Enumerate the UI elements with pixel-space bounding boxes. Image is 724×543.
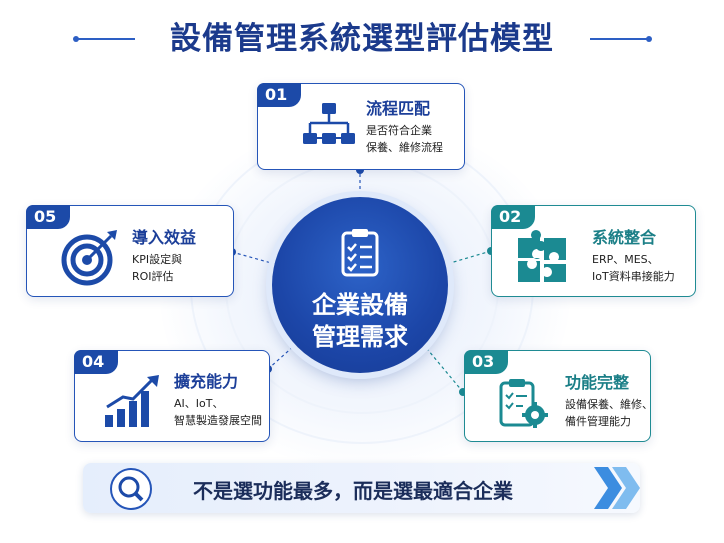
growth-chart-icon: [105, 375, 159, 427]
center-line-1: 企業設備: [312, 291, 408, 319]
card-desc-line-2: IoT資料串接能力: [592, 270, 675, 283]
checklist-icon: [341, 229, 379, 277]
card-desc-line-2: ROI評估: [132, 270, 174, 283]
card-desc-line-1: 設備保養、維修、: [565, 398, 653, 411]
card-desc-line-1: AI、IoT、: [174, 397, 224, 410]
card-number-badge: 04: [74, 350, 118, 374]
magnifier-icon: [118, 476, 144, 502]
card-number-badge: 02: [491, 205, 535, 229]
card-desc-line-2: 保養、維修流程: [366, 141, 443, 154]
card-desc-line-1: KPI設定與: [132, 253, 183, 266]
card-number-badge: 03: [464, 350, 508, 374]
card-scalability: 04 擴充能力 AI、IoT、 智慧製造發展空間: [74, 350, 270, 442]
card-desc-line-1: ERP、MES、: [592, 253, 659, 266]
card-number-badge: 05: [26, 205, 70, 229]
card-heading: 導入效益: [132, 228, 197, 247]
puzzle-icon: [518, 230, 566, 282]
bottom-message: 不是選功能最多，而是選最適合企業: [193, 479, 513, 503]
target-icon: [61, 230, 117, 286]
card-heading: 流程匹配: [366, 99, 431, 118]
card-number-badge: 01: [257, 83, 301, 107]
card-heading: 系統整合: [592, 228, 657, 247]
center-line-2: 管理需求: [312, 323, 408, 351]
card-heading: 擴充能力: [174, 372, 239, 391]
title-decoration-right: [590, 36, 652, 42]
flowchart-icon: [303, 103, 355, 144]
card-desc-line-1: 是否符合企業: [366, 124, 432, 137]
card-process-fit: 01 流程匹配 是否符合企業 保養、維修流程: [257, 83, 465, 170]
chevron-arrows-icon: [594, 467, 640, 509]
card-feature-completeness: 03 功能完整 設備保養、維修、 備件管理能力: [464, 350, 653, 442]
magnifier-badge: [110, 468, 152, 510]
card-heading: 功能完整: [565, 373, 630, 392]
card-implementation-benefits: 05 導入效益 KPI設定與 ROI評估: [26, 205, 234, 297]
card-system-integration: 02 系統整合 ERP、MES、 IoT資料串接能力: [491, 205, 696, 297]
bottom-banner: 不是選功能最多，而是選最適合企業: [83, 463, 640, 513]
page-title: 設備管理系統選型評估模型: [170, 21, 554, 57]
center-hub: 企業設備 管理需求: [272, 197, 448, 373]
card-desc-line-2: 備件管理能力: [565, 415, 631, 428]
clipboard-gear-icon: [499, 379, 548, 428]
title-decoration-left: [73, 36, 135, 42]
card-desc-line-2: 智慧製造發展空間: [174, 414, 262, 427]
